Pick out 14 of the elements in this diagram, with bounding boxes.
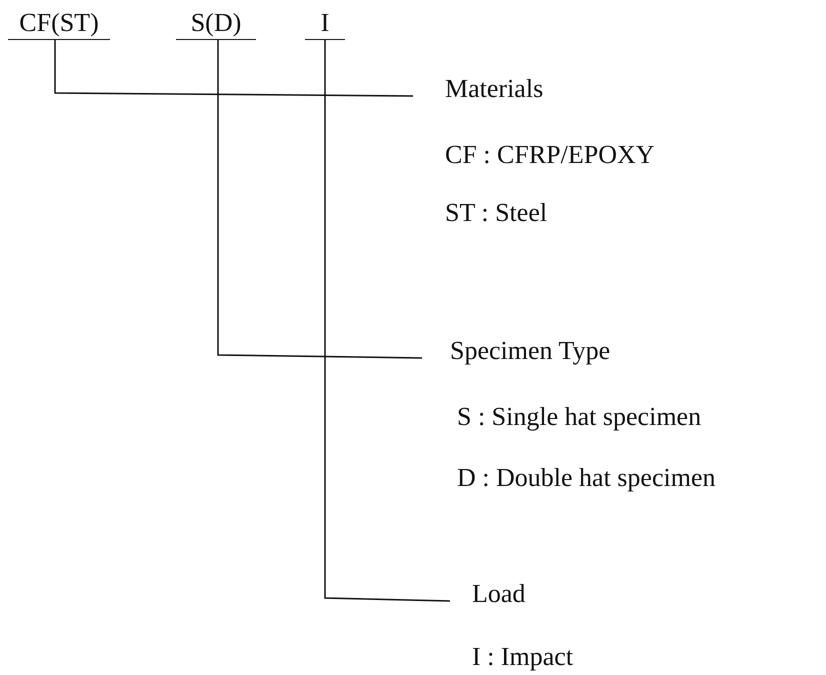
leader-line bbox=[324, 40, 450, 602]
heading-text: Specimen Type bbox=[422, 336, 682, 368]
definition-text: I : Impact bbox=[472, 642, 574, 672]
code-text: CF(ST) bbox=[8, 8, 110, 40]
code-text: I bbox=[305, 8, 345, 40]
definition-text: D : Double hat specimen bbox=[457, 463, 716, 493]
leader-line bbox=[54, 40, 413, 97]
code-text: S(D) bbox=[176, 8, 256, 40]
heading-text: Load bbox=[450, 579, 560, 611]
leader-line bbox=[217, 40, 422, 359]
definition-text: CF : CFRP/EPOXY bbox=[445, 140, 655, 170]
definition-text: ST : Steel bbox=[445, 198, 548, 228]
heading-text: Materials bbox=[413, 74, 583, 106]
definition-text: S : Single hat specimen bbox=[457, 402, 702, 432]
